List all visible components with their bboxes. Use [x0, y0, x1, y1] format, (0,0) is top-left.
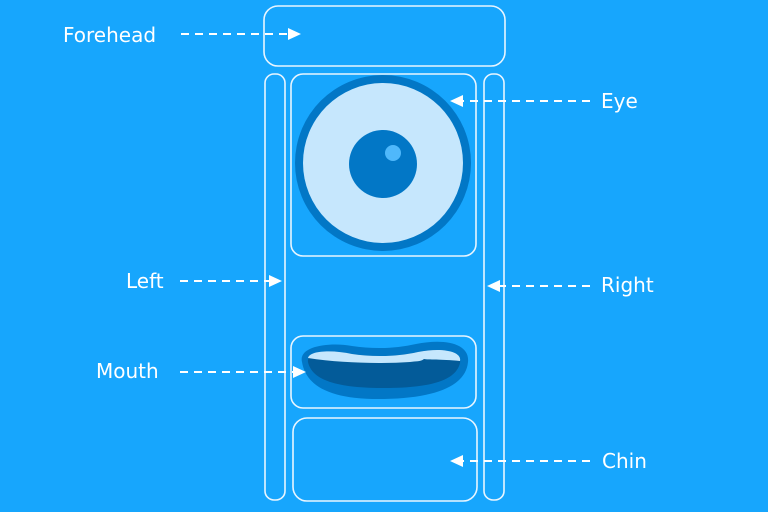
label-forehead: Forehead: [63, 23, 156, 47]
forehead-region: [263, 5, 506, 67]
arrow-left: [180, 275, 282, 287]
arrow-right: [487, 280, 590, 292]
label-left: Left: [126, 269, 164, 293]
arrow-chin: [450, 455, 590, 467]
eye-region: [290, 73, 477, 257]
mouth-region: [290, 335, 477, 409]
mouth-icon: [301, 341, 469, 400]
arrow-mouth: [180, 366, 306, 378]
label-eye: Eye: [601, 89, 638, 113]
arrow-eye: [450, 95, 590, 107]
label-mouth: Mouth: [96, 359, 159, 383]
chin-region: [292, 417, 478, 502]
arrow-forehead: [181, 28, 301, 40]
label-chin: Chin: [602, 449, 647, 473]
left-region: [264, 73, 286, 501]
label-right: Right: [601, 273, 654, 297]
eye-icon: [295, 75, 471, 251]
